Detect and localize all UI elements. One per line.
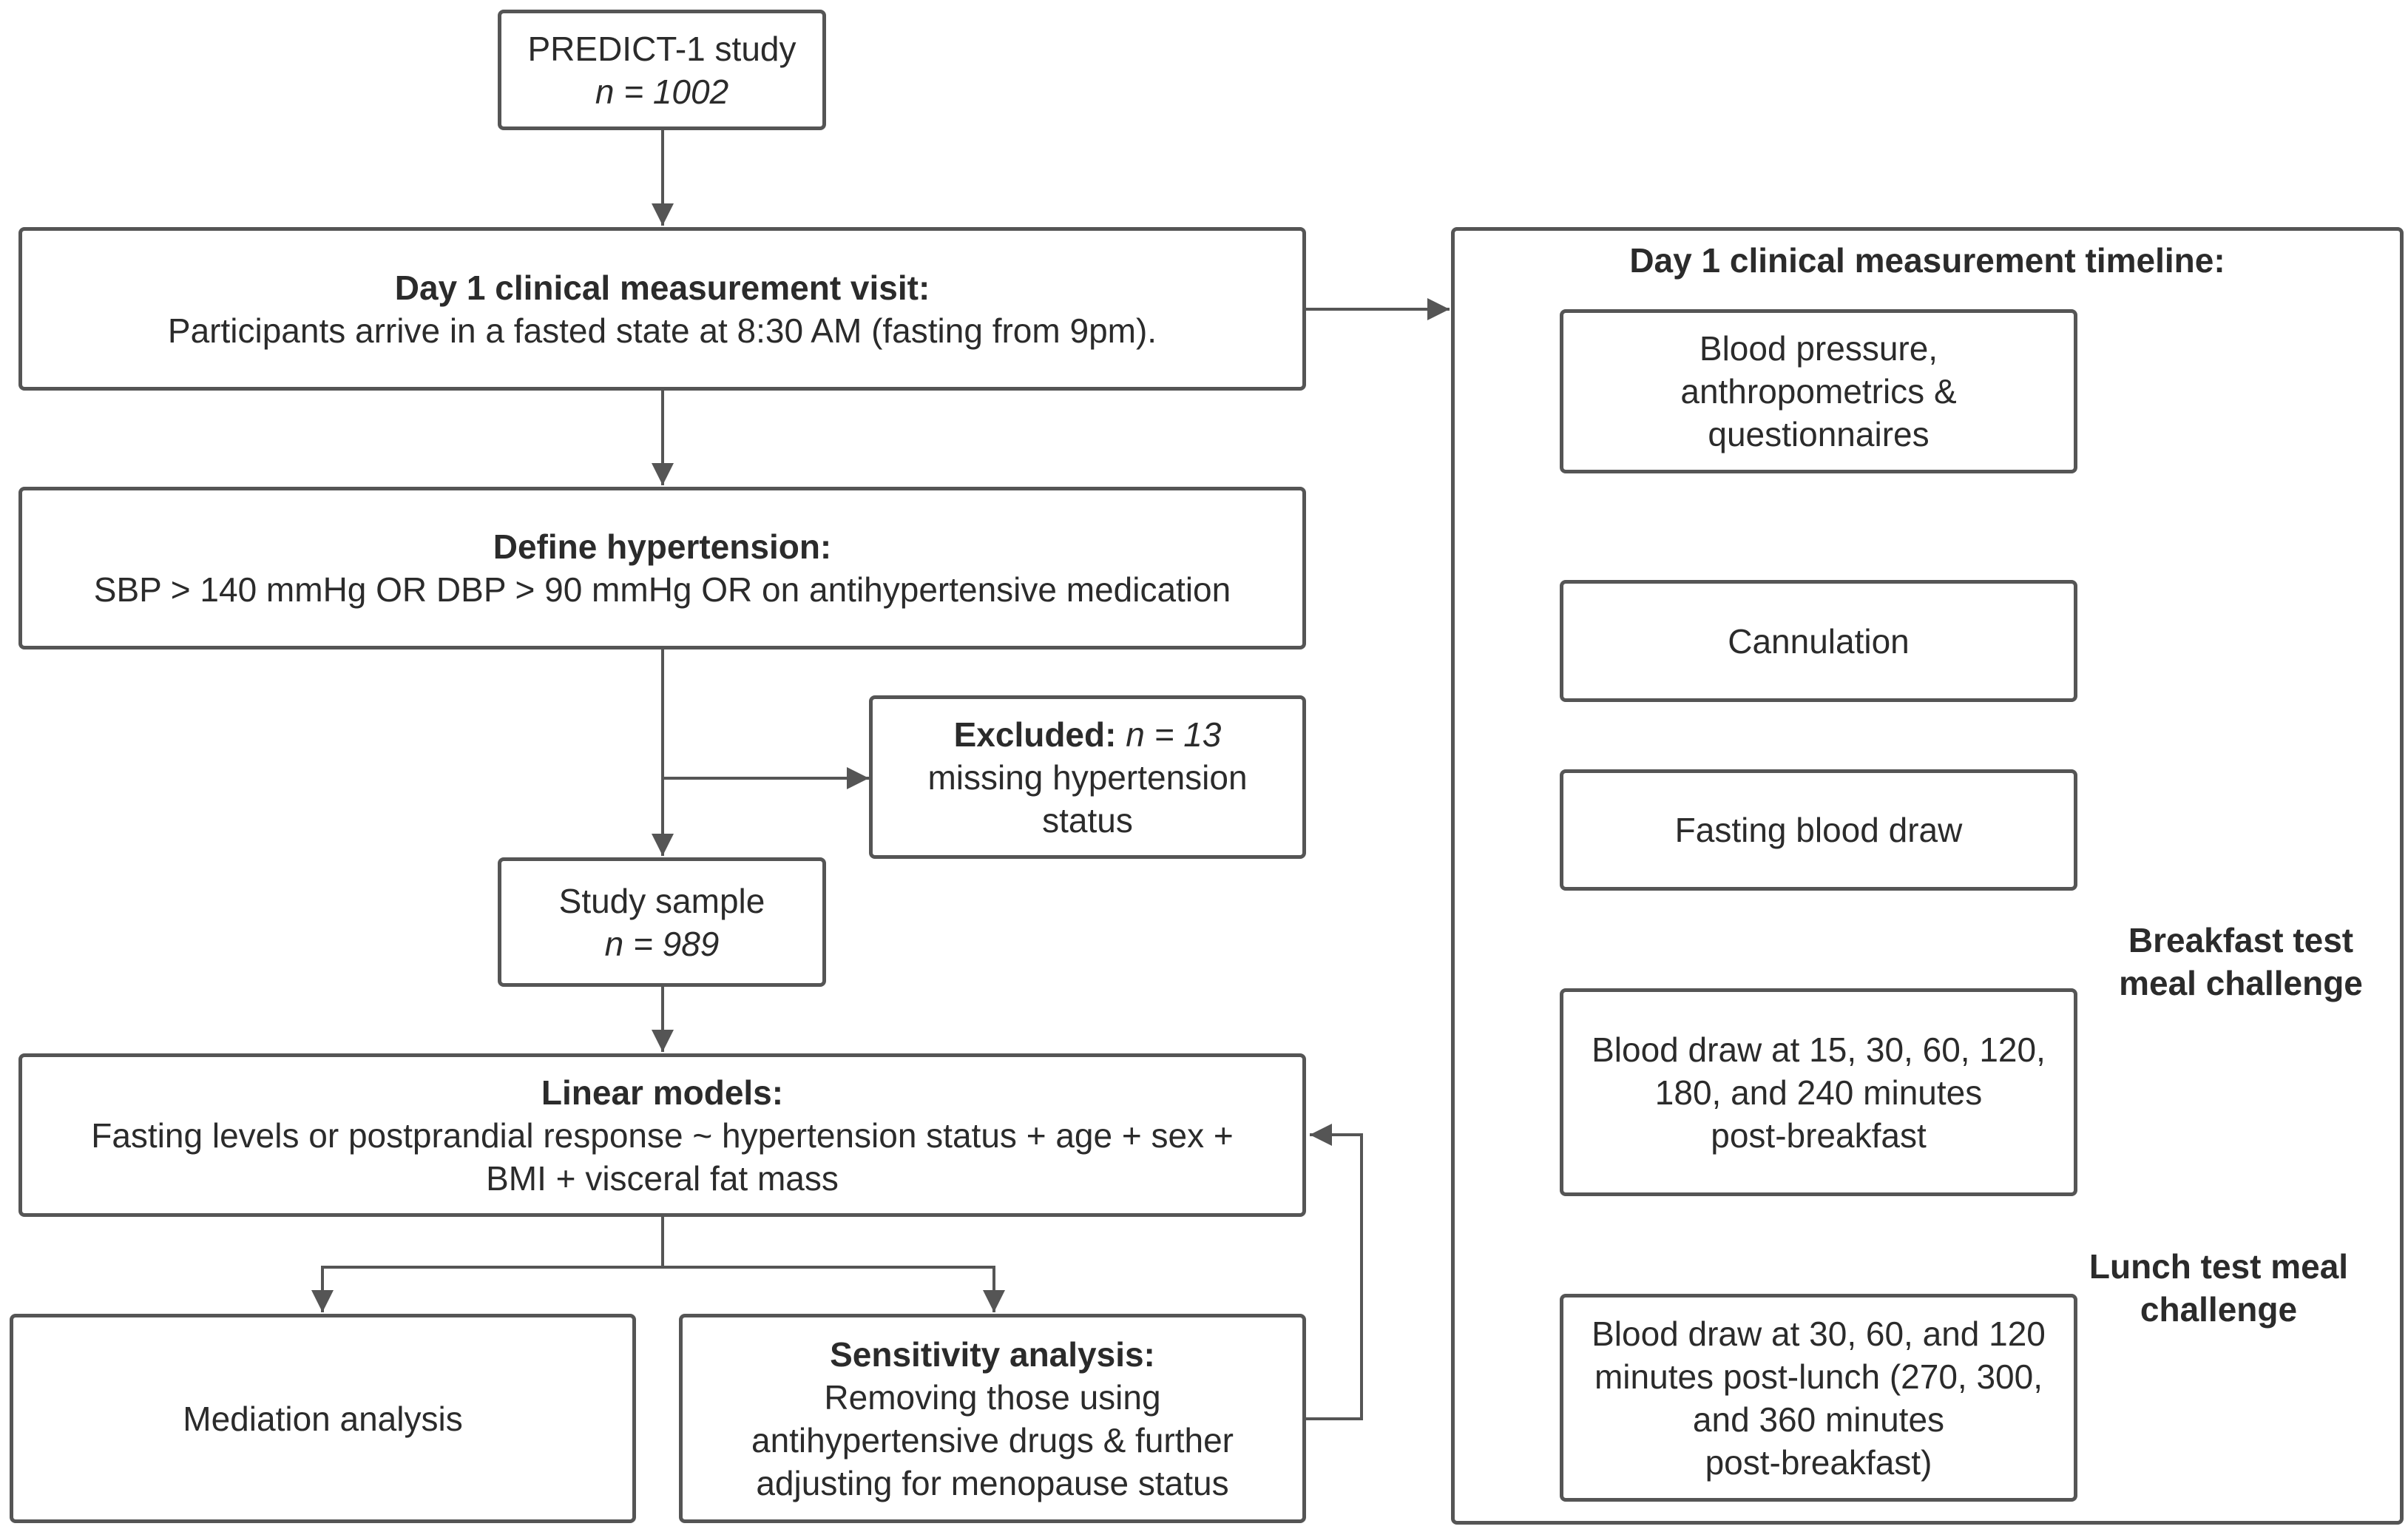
lunch-stage-line2: challenge: [2140, 1290, 2298, 1329]
day1-visit-title: Day 1 clinical measurement visit:: [394, 268, 930, 307]
lunch-blood-draw-box: Blood draw at 30, 60, and 120 minutes po…: [1560, 1294, 2077, 1502]
sensitivity-analysis-title: Sensitivity analysis:: [830, 1334, 1155, 1374]
lunch-stage-line1: Lunch test meal: [2089, 1247, 2349, 1286]
predict-study-box: PREDICT-1 study n = 1002: [498, 10, 826, 130]
lunch-blood-draw-line4: post-breakfast): [1705, 1442, 1932, 1482]
excluded-n: n = 13: [1126, 715, 1222, 754]
mediation-analysis-box: Mediation analysis: [10, 1314, 636, 1523]
linear-models-box: Linear models: Fasting levels or postpra…: [18, 1053, 1306, 1217]
arrow-sensitivity-loop: [1306, 1124, 1363, 1420]
breakfast-stage-line1: Breakfast test: [2128, 921, 2354, 959]
sensitivity-analysis-line1: Removing those using: [824, 1377, 1161, 1417]
linear-models-line1: Fasting levels or postprandial response …: [91, 1116, 1234, 1155]
breakfast-stage-label: Breakfast test meal challenge: [2093, 919, 2389, 1005]
cannulation-label: Cannulation: [1728, 621, 1910, 661]
define-hypertension-title: Define hypertension:: [493, 527, 832, 566]
excluded-line2: missing hypertension: [927, 757, 1248, 797]
define-hypertension-box: Define hypertension: SBP > 140 mmHg OR D…: [18, 487, 1306, 649]
blood-pressure-line1: Blood pressure,: [1699, 329, 1938, 368]
excluded-line1: Excluded: n = 13: [954, 713, 1222, 756]
day1-visit-body: Participants arrive in a fasted state at…: [167, 311, 1157, 350]
sensitivity-analysis-box: Sensitivity analysis: Removing those usi…: [679, 1314, 1306, 1523]
lunch-stage-label: Lunch test meal challenge: [2071, 1245, 2367, 1331]
sensitivity-analysis-line3: adjusting for menopause status: [756, 1463, 1229, 1502]
linear-models-title: Linear models:: [541, 1073, 784, 1112]
connector-linear-split-right: [663, 1266, 1005, 1312]
lunch-blood-draw-line2: minutes post-lunch (270, 300,: [1594, 1357, 2043, 1396]
blood-pressure-line3: questionnaires: [1708, 415, 1930, 453]
breakfast-blood-draw-line3: post-breakfast: [1711, 1116, 1927, 1155]
study-sample-box: Study sample n = 989: [498, 857, 826, 987]
breakfast-blood-draw-line1: Blood draw at 15, 30, 60, 120,: [1592, 1030, 2046, 1069]
connector-linear-split: [311, 1217, 664, 1312]
sensitivity-analysis-line2: antihypertensive drugs & further: [751, 1420, 1234, 1460]
mediation-analysis-label: Mediation analysis: [183, 1399, 463, 1438]
linear-models-line2: BMI + visceral fat mass: [486, 1158, 839, 1198]
timeline-title: Day 1 clinical measurement timeline:: [1629, 241, 2225, 280]
lunch-blood-draw-line3: and 360 minutes: [1692, 1400, 1945, 1439]
fasting-blood-draw-label: Fasting blood draw: [1674, 811, 1963, 849]
blood-pressure-line2: anthropometrics &: [1680, 372, 1957, 411]
breakfast-blood-draw-line2: 180, and 240 minutes: [1654, 1073, 1983, 1112]
breakfast-stage-line2: meal challenge: [2119, 964, 2363, 1002]
study-sample-n: n = 989: [604, 924, 720, 963]
excluded-title: Excluded:: [953, 715, 1117, 754]
excluded-box: Excluded: n = 13 missing hypertension st…: [869, 695, 1306, 859]
cannulation-box: Cannulation: [1560, 580, 2077, 702]
day1-visit-box: Day 1 clinical measurement visit: Partic…: [18, 227, 1306, 391]
define-hypertension-body: SBP > 140 mmHg OR DBP > 90 mmHg OR on an…: [93, 570, 1231, 609]
fasting-blood-draw-box: Fasting blood draw: [1560, 769, 2077, 891]
study-sample-label: Study sample: [558, 881, 765, 920]
predict-study-n: n = 1002: [595, 72, 729, 111]
breakfast-blood-draw-box: Blood draw at 15, 30, 60, 120, 180, and …: [1560, 988, 2077, 1196]
blood-pressure-box: Blood pressure, anthropometrics & questi…: [1560, 309, 2077, 473]
lunch-blood-draw-line1: Blood draw at 30, 60, and 120: [1592, 1314, 2046, 1353]
excluded-line3: status: [1042, 800, 1133, 840]
predict-study-label: PREDICT-1 study: [527, 29, 797, 68]
